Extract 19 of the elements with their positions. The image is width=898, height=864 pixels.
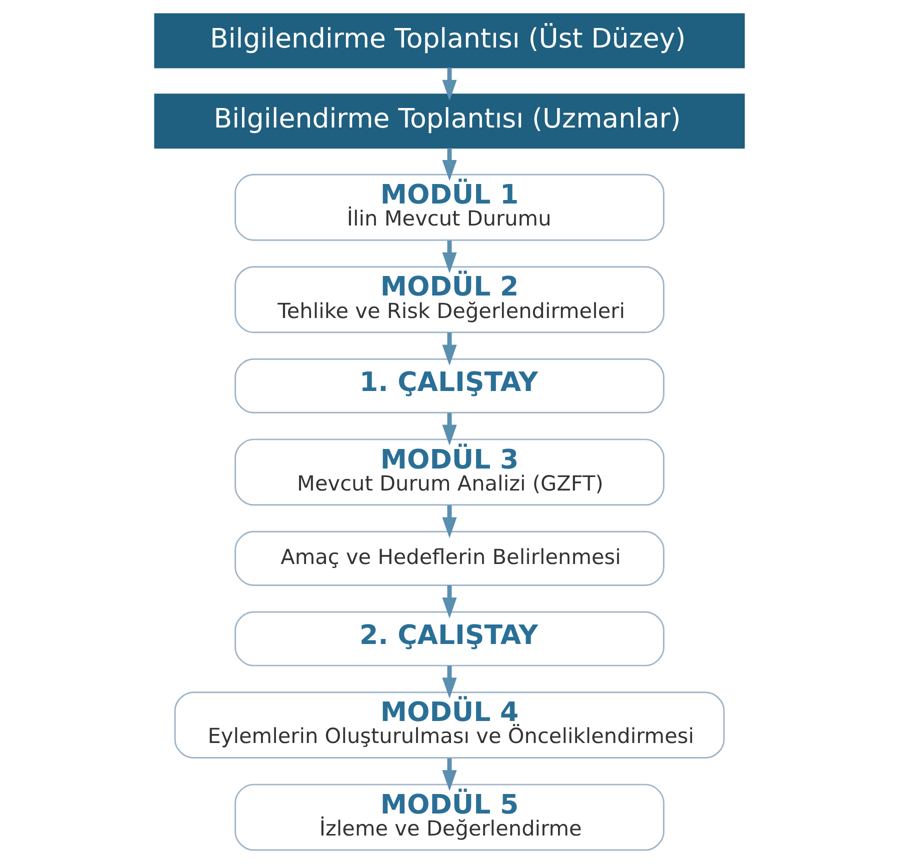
node-box: 2. ÇALIŞTAY xyxy=(234,611,664,666)
node-box: MODÜL 3 Mevcut Durum Analizi (GZFT) xyxy=(234,438,664,506)
arrow xyxy=(442,240,456,274)
arrow xyxy=(442,505,456,538)
node-box: Bilgilendirme Toplantısı (Üst Düzey) xyxy=(154,13,744,68)
node-box: MODÜL 1 İlin Mevcut Durumu xyxy=(234,174,664,241)
arrow xyxy=(442,332,456,366)
node-box: 1. ÇALIŞTAY xyxy=(234,358,664,414)
arrow xyxy=(442,585,456,618)
node-box: MODÜL 5 İzleme ve Değerlendirme xyxy=(234,784,664,851)
arrow xyxy=(442,148,456,181)
arrow xyxy=(442,412,456,446)
node-box: Bilgilendirme Toplantısı (Uzmanlar) xyxy=(154,94,744,149)
node-box: MODÜL 4 Eylemlerin Oluşturulması ve Önceliklendirmesi xyxy=(174,692,724,759)
node-box: Amaç ve Hedeflerin Belirlenmesi xyxy=(234,530,664,586)
node-box: MODÜL 2 Tehlike ve Risk Değerlendirmeleri xyxy=(234,266,664,334)
arrow xyxy=(442,68,456,101)
arrow xyxy=(442,666,456,699)
arrow xyxy=(442,758,456,791)
